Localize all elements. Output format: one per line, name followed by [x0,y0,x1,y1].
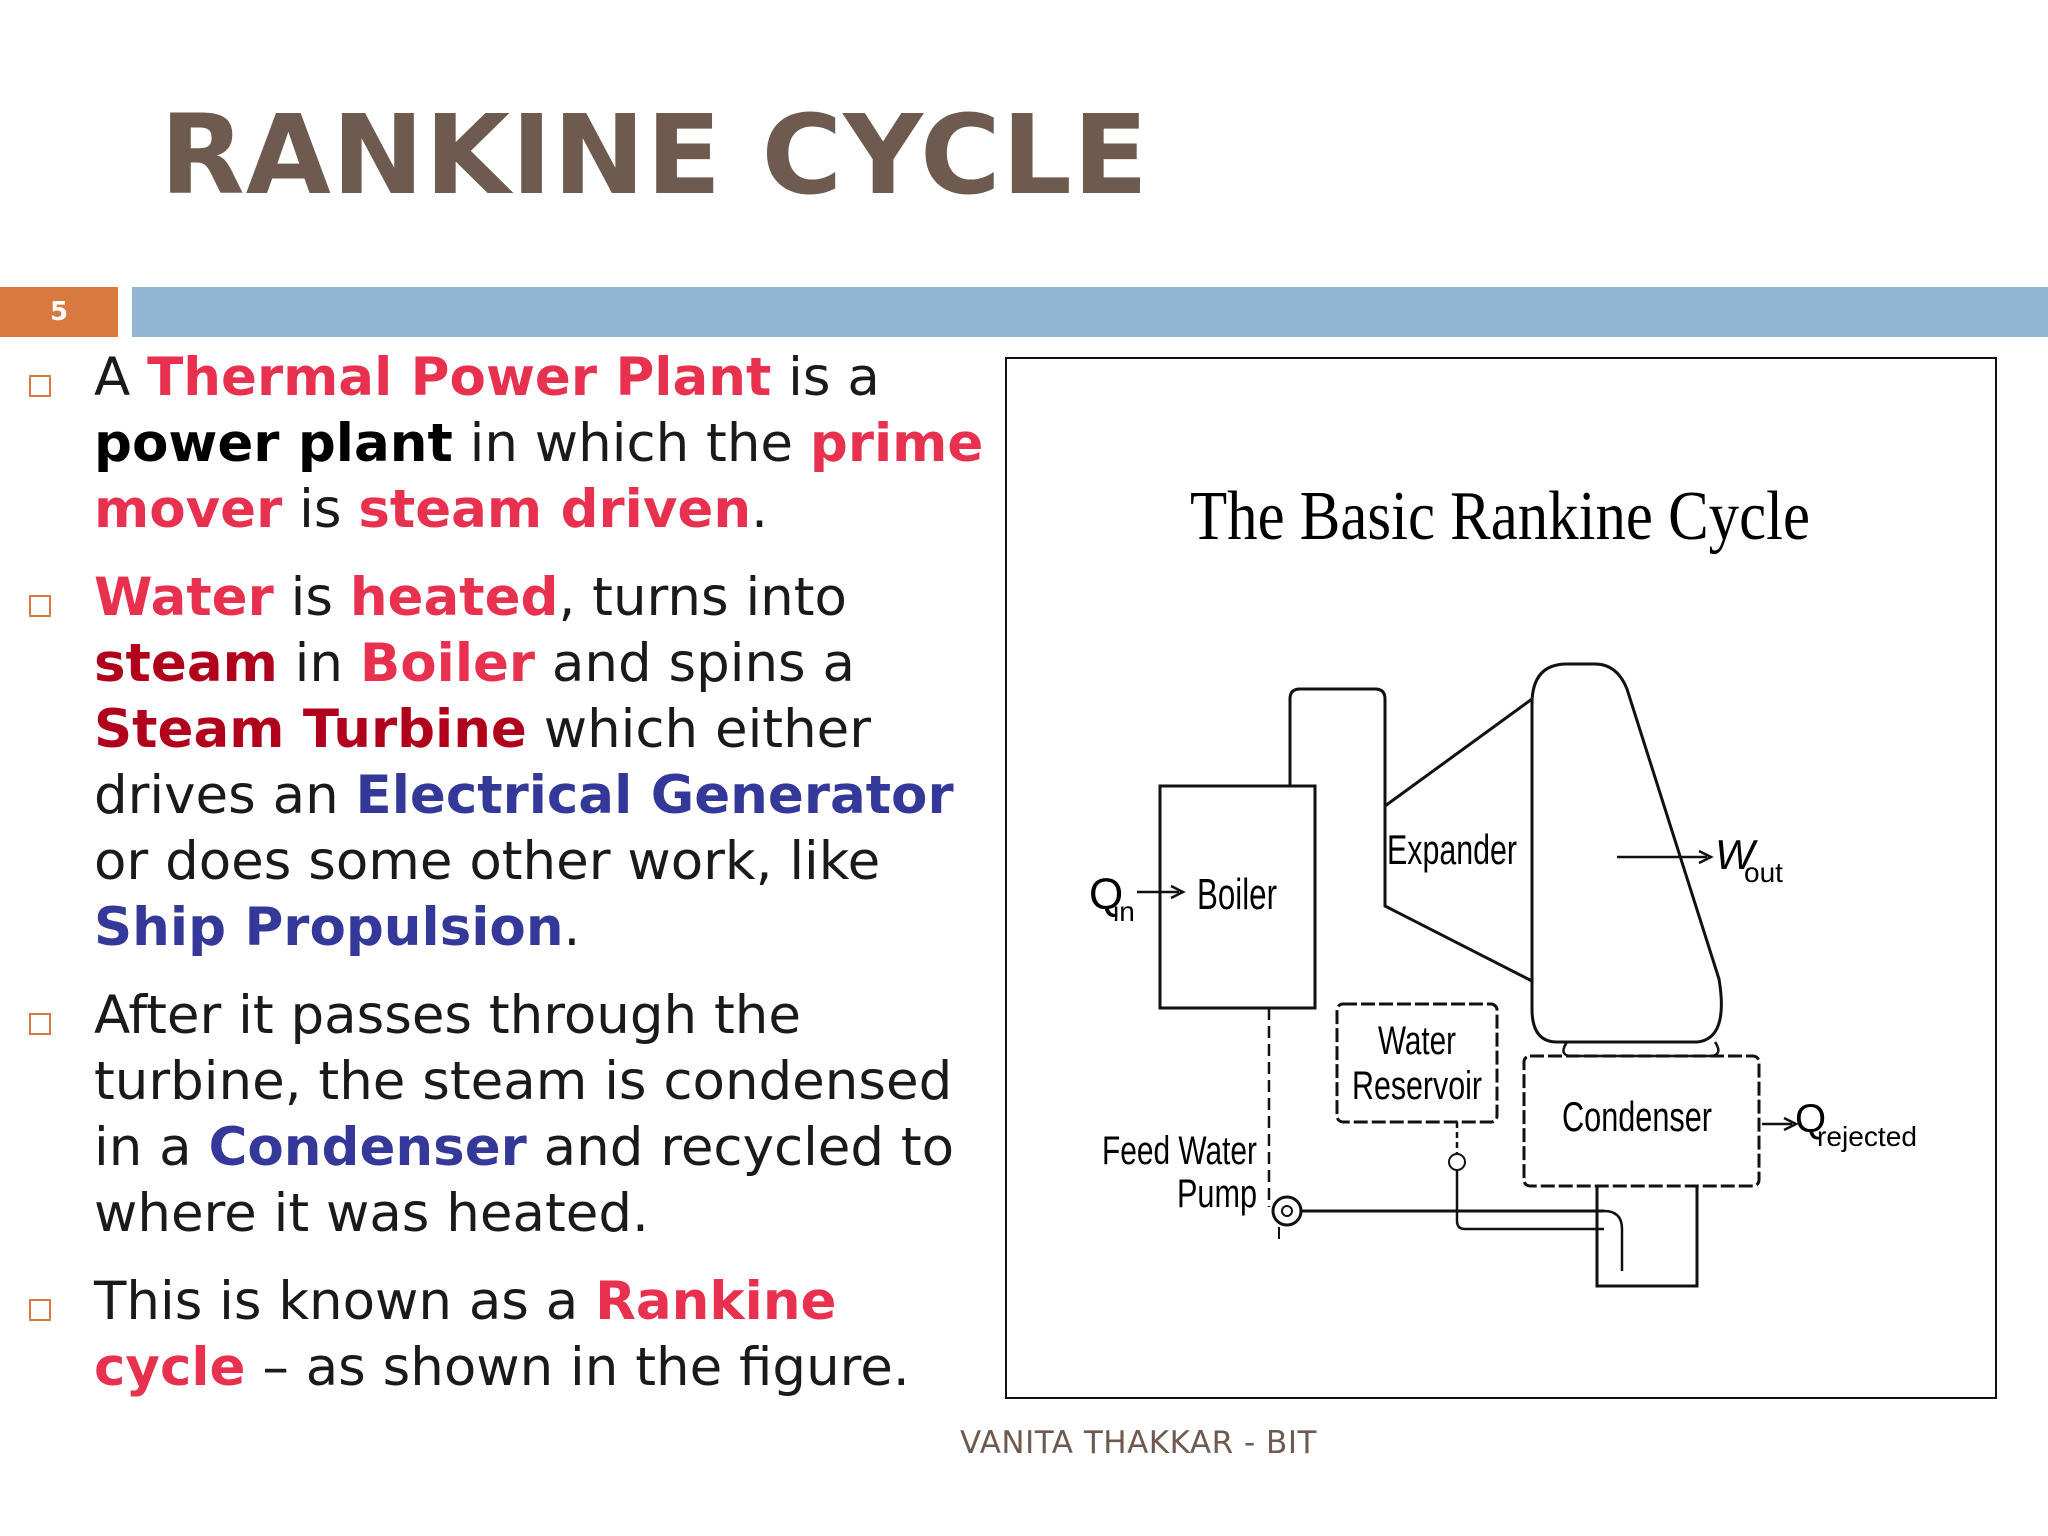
bullet-text-segment: or does some other work, like [94,831,881,892]
header-divider-bar [132,287,2048,337]
w-out-subscript: out [1744,857,1783,888]
rankine-cycle-figure: The Basic Rankine Cycle Boiler Q in Expa… [1005,357,1997,1399]
highlighted-term: Water [94,567,274,628]
boiler-expander-pipe [1288,687,1387,806]
bullet-text-segment: is [282,479,359,540]
bullet-text-segment: which either drives an [94,699,872,826]
water-reservoir-label-line2: Reservoir [1352,1064,1482,1108]
bullet-text: After it passes through the turbine, the… [94,983,1002,1247]
square-bullet-icon [29,375,51,397]
square-bullet-icon [29,595,51,617]
q-rejected-subscript: rejected [1817,1121,1917,1152]
bullet-text-segment: in [277,633,360,694]
slide-number: 5 [0,287,118,337]
condenser-box [1522,1054,1761,1188]
bullet-item: A Thermal Power Plant is a power plant i… [22,345,1002,543]
q-rejected-label: Q [1795,1097,1826,1141]
bullet-text-segment: . [563,897,581,958]
bullet-text-segment: and spins a [535,633,855,694]
figure-title: The Basic Rankine Cycle [1190,478,1810,555]
bullet-text-segment: A [94,347,148,408]
slide-title: RANKINE CYCLE [160,91,1149,219]
bullet-text-segment: After it passes through the turbine, the… [94,985,953,1178]
highlighted-term: steam [94,633,278,694]
highlighted-term: Electrical Generator [355,765,954,826]
expander-label: Expander [1387,826,1517,873]
bullet-text-segment: and recycled to where it was heated. [94,1117,955,1244]
bullet-item: This is known as a Rankine cycle – as sh… [22,1269,1002,1401]
highlighted-term: power plant [94,413,453,474]
valve-icon [1448,1153,1466,1171]
highlighted-term: Ship Propulsion [94,897,564,958]
pump-icon [1271,1195,1303,1227]
square-bullet-icon [29,1013,51,1035]
highlighted-term: steam driven [358,479,752,540]
bullet-text-segment: This is known as a [94,1271,596,1332]
bullet-list: A Thermal Power Plant is a power plant i… [22,345,1002,1423]
highlighted-term: Condenser [208,1117,527,1178]
bullet-text-segment: is a [771,347,880,408]
bullet-text-segment: , turns into [558,567,847,628]
highlighted-term: prime mover [94,413,984,540]
bullet-text: A Thermal Power Plant is a power plant i… [94,345,1002,543]
water-reservoir-box [1335,1002,1499,1124]
water-reservoir-label-line1: Water [1378,1019,1456,1063]
q-in-subscript: in [1113,896,1135,927]
highlighted-term: Thermal Power Plant [147,347,772,408]
w-out-label: W [1715,831,1758,878]
highlighted-term: Boiler [359,633,536,694]
feed-pump-label-line2: Pump [1177,1172,1257,1216]
bullet-text-segment: is [273,567,350,628]
bullet-text-segment: – as shown in the figure. [245,1337,910,1398]
square-bullet-icon [29,1299,51,1321]
boiler-box [1158,784,1317,1010]
bullet-item: Water is heated, turns into steam in Boi… [22,565,1002,961]
bullet-item: After it passes through the turbine, the… [22,983,1002,1247]
hot-well [1595,1186,1699,1288]
q-in-label: Q [1089,870,1123,919]
highlighted-term: heated [349,567,559,628]
rankine-cycle-diagram: The Basic Rankine Cycle Boiler Q in Expa… [1089,478,1917,1288]
highlighted-term: Rankine cycle [94,1271,837,1398]
boiler-label: Boiler [1197,870,1277,919]
turbine-casing [1530,662,1723,1044]
bullet-text-segment: . [751,479,768,540]
bullet-text: This is known as a Rankine cycle – as sh… [94,1269,1002,1401]
highlighted-term: Steam Turbine [94,699,527,760]
footer-author: VANITA THAKKAR - BIT [960,1425,1317,1461]
feed-pump-label-line1: Feed Water [1102,1129,1257,1173]
condenser-label: Condenser [1562,1093,1712,1140]
bullet-text: Water is heated, turns into steam in Boi… [94,565,1002,961]
bullet-text-segment: in which the [452,413,810,474]
